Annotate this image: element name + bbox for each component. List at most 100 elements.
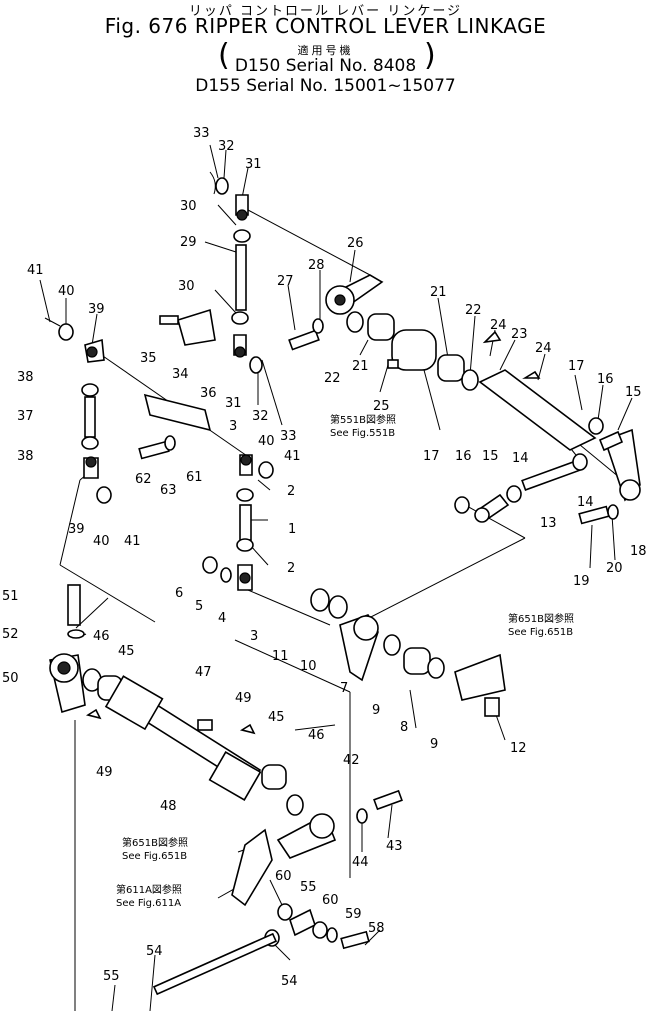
label-52: 52 bbox=[2, 627, 19, 642]
label-23: 23 bbox=[511, 327, 528, 342]
label-60-top: 60 bbox=[275, 869, 292, 884]
label-54-top: 54 bbox=[146, 944, 163, 959]
label-17-l: 17 bbox=[423, 449, 440, 464]
seal-11 bbox=[310, 588, 330, 612]
label-49-top: 49 bbox=[235, 691, 252, 706]
ref-en-611a: See Fig.611A bbox=[116, 898, 181, 909]
applicability-label: 適用号機 bbox=[297, 44, 354, 57]
reference-notes: 第551B図参照 See Fig.551B 第651B図参照 See Fig.6… bbox=[116, 413, 574, 909]
grease-47 bbox=[197, 719, 213, 731]
label-32-low: 32 bbox=[252, 409, 269, 424]
key-24a bbox=[482, 330, 502, 344]
label-25: 25 bbox=[373, 399, 390, 414]
label-31-low: 31 bbox=[225, 396, 242, 411]
ref-jp-651b-a: 第651B図参照 bbox=[508, 612, 574, 625]
label-33-top: 33 bbox=[193, 126, 210, 141]
bracket-651b bbox=[454, 653, 506, 701]
label-15-r: 15 bbox=[625, 385, 642, 400]
label-58: 58 bbox=[368, 921, 385, 936]
label-55-low: 55 bbox=[103, 969, 120, 984]
label-1: 1 bbox=[288, 522, 296, 537]
nut-38a bbox=[81, 383, 99, 397]
label-50: 50 bbox=[2, 671, 19, 686]
grease-25 bbox=[387, 359, 399, 369]
label-41-mid: 41 bbox=[284, 449, 301, 464]
label-32-top: 32 bbox=[218, 139, 235, 154]
nut-38b bbox=[81, 436, 99, 450]
label-62: 62 bbox=[135, 472, 152, 487]
washer-60 bbox=[277, 903, 293, 921]
ref-jp-551b: 第551B図参照 bbox=[330, 413, 396, 426]
label-8: 8 bbox=[400, 720, 408, 735]
label-40-mid: 40 bbox=[258, 434, 275, 449]
ref-en-551b: See Fig.551B bbox=[330, 428, 395, 439]
nut-14l bbox=[506, 485, 522, 503]
label-48: 48 bbox=[160, 799, 177, 814]
label-44: 44 bbox=[352, 855, 369, 870]
washer-44 bbox=[356, 808, 368, 824]
label-39-low: 39 bbox=[68, 522, 85, 537]
label-24-b: 24 bbox=[535, 341, 552, 356]
label-3-top: 3 bbox=[229, 419, 237, 434]
nut-2a bbox=[236, 488, 254, 502]
boss bbox=[391, 329, 437, 371]
washer-59 bbox=[326, 927, 338, 943]
bolt-12 bbox=[484, 697, 500, 717]
bolt-51 bbox=[67, 584, 81, 626]
label-4: 4 bbox=[218, 611, 226, 626]
label-40-low: 40 bbox=[93, 534, 110, 549]
label-2-top: 2 bbox=[287, 484, 295, 499]
label-63: 63 bbox=[160, 483, 177, 498]
ref-en-651b-a: See Fig.651B bbox=[508, 627, 573, 638]
nut-30-top bbox=[233, 229, 251, 243]
parts bbox=[44, 171, 641, 996]
serial-line-2: D155 Serial No. 15001~15077 bbox=[195, 76, 456, 96]
label-54-low: 54 bbox=[281, 974, 298, 989]
label-12: 12 bbox=[510, 741, 527, 756]
label-47: 47 bbox=[195, 665, 212, 680]
open-paren: ( bbox=[218, 38, 230, 73]
rod-29 bbox=[235, 244, 247, 311]
seal-9a bbox=[383, 634, 401, 656]
label-13: 13 bbox=[540, 516, 557, 531]
nut-32-top bbox=[215, 177, 229, 195]
rod-end-55 bbox=[289, 908, 316, 937]
label-6: 6 bbox=[175, 586, 183, 601]
part-labels: 33 32 31 30 29 26 27 28 30 41 40 39 35 3… bbox=[2, 126, 647, 989]
label-46-mid: 46 bbox=[308, 728, 325, 743]
rod-37 bbox=[84, 396, 96, 438]
label-9-l: 9 bbox=[372, 703, 380, 718]
label-30-top: 30 bbox=[180, 199, 197, 214]
nut-16l bbox=[454, 496, 470, 514]
seal-9b bbox=[427, 657, 445, 679]
label-33-low: 33 bbox=[280, 429, 297, 444]
ref-en-651b-b: See Fig.651B bbox=[122, 851, 187, 862]
label-16-l: 16 bbox=[455, 449, 472, 464]
label-28: 28 bbox=[308, 258, 325, 273]
nut-16r bbox=[588, 417, 604, 435]
washer-20 bbox=[607, 504, 619, 520]
ref-jp-651b-b: 第651B図参照 bbox=[122, 836, 188, 849]
nut-40b bbox=[96, 486, 112, 504]
label-41-top: 41 bbox=[27, 263, 44, 278]
label-21-low: 21 bbox=[352, 359, 369, 374]
bracket-34 bbox=[177, 308, 216, 346]
label-16-r: 16 bbox=[597, 372, 614, 387]
bushing-21b bbox=[437, 354, 465, 382]
label-51: 51 bbox=[2, 589, 19, 604]
nut-40 bbox=[58, 323, 74, 341]
serial-line-1: D150 Serial No. 8408 bbox=[234, 56, 417, 76]
washer-52 bbox=[67, 629, 85, 639]
key-24b bbox=[522, 370, 541, 379]
nut-40m bbox=[258, 461, 274, 479]
label-15-l: 15 bbox=[482, 449, 499, 464]
label-31-top: 31 bbox=[245, 157, 262, 172]
key-49 bbox=[239, 723, 256, 735]
label-46-top: 46 bbox=[93, 629, 110, 644]
label-20: 20 bbox=[606, 561, 623, 576]
label-39-top: 39 bbox=[88, 302, 105, 317]
label-37: 37 bbox=[17, 409, 34, 424]
label-21-top: 21 bbox=[430, 285, 447, 300]
shaft-23 bbox=[478, 369, 597, 451]
